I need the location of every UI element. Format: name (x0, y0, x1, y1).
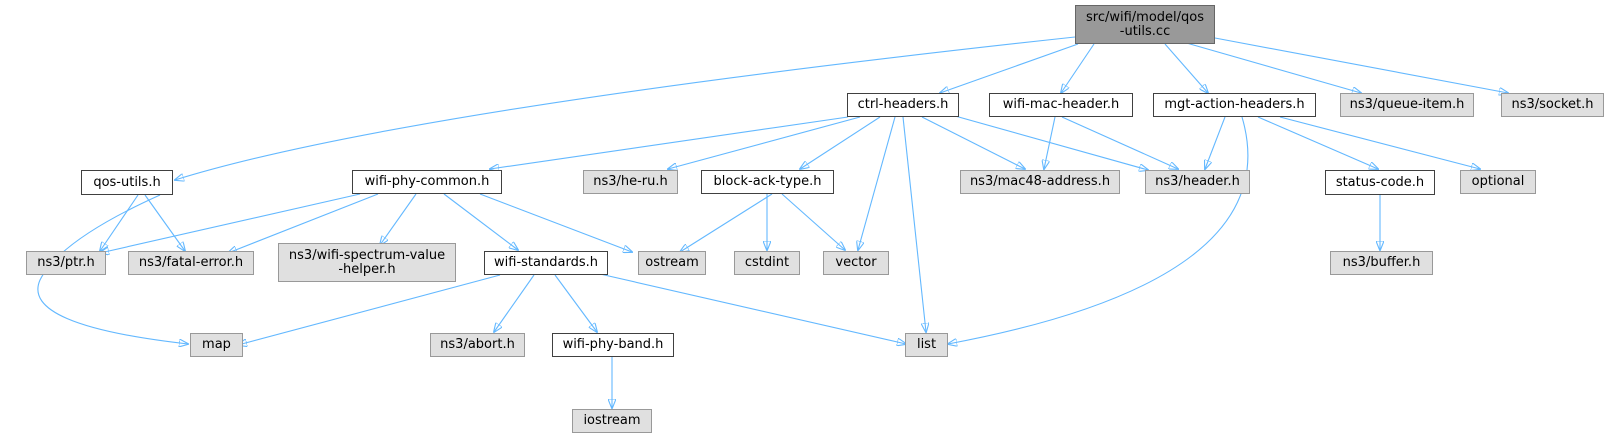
edge-qos-ptr (100, 194, 139, 251)
edge-block-ostream (680, 193, 773, 252)
node-ctrl-headers-label: ctrl-headers.h (857, 97, 949, 112)
edge-root-mgt-action (1164, 43, 1208, 93)
edge-phy-ptr (100, 193, 361, 253)
node-map[interactable]: map (190, 333, 243, 357)
node-ns3-header[interactable]: ns3/header.h (1145, 170, 1250, 194)
edge-qos-map (37, 194, 188, 344)
node-list-label: list (916, 337, 937, 352)
node-wifi-mac-header[interactable]: wifi-mac-header.h (989, 93, 1133, 117)
node-ns3-fatal-error-label: ns3/fatal-error.h (138, 255, 244, 270)
node-wifi-phy-band[interactable]: wifi-phy-band.h (552, 333, 674, 357)
edge-wifi-mac-mac48 (1044, 116, 1056, 169)
root-node-qos-utils-cc: src/wifi/model/qos -utils.cc (1075, 5, 1215, 44)
node-wifi-standards[interactable]: wifi-standards.h (484, 251, 608, 275)
node-ostream-label: ostream (645, 255, 699, 270)
node-ns3-queue-item-label: ns3/queue-item.h (1349, 97, 1465, 112)
node-ns3-fatal-error[interactable]: ns3/fatal-error.h (128, 251, 254, 275)
node-ns3-buffer[interactable]: ns3/buffer.h (1330, 251, 1433, 275)
edge-phy-standards (443, 193, 518, 250)
node-ns3-socket-label: ns3/socket.h (1511, 97, 1594, 112)
node-iostream-label: iostream (583, 413, 641, 428)
node-qos-utils-h-label: qos-utils.h (93, 174, 161, 190)
node-qos-utils-h[interactable]: qos-utils.h (81, 170, 173, 195)
edge-phy-fatal (228, 193, 379, 253)
node-ns3-ptr[interactable]: ns3/ptr.h (26, 251, 106, 275)
edge-ctrl-mac48 (921, 116, 1025, 169)
edge-phy-ostream (479, 193, 632, 252)
node-optional[interactable]: optional (1460, 170, 1536, 194)
node-ns3-he-ru-label: ns3/he-ru.h (593, 174, 668, 189)
node-status-code[interactable]: status-code.h (1325, 170, 1435, 195)
edge-ctrl-vector (858, 116, 896, 250)
node-wifi-mac-header-label: wifi-mac-header.h (1002, 97, 1120, 112)
node-ostream[interactable]: ostream (638, 251, 706, 275)
edge-root-qos-utils (175, 36, 1076, 180)
node-ctrl-headers[interactable]: ctrl-headers.h (847, 93, 959, 117)
node-block-ack-type-label: block-ack-type.h (713, 174, 822, 189)
node-status-code-label: status-code.h (1335, 174, 1425, 190)
edge-ctrl-he-ru (668, 116, 861, 169)
edge-standards-list (599, 273, 906, 344)
node-wifi-phy-common-label: wifi-phy-common.h (364, 174, 490, 189)
edge-standards-phy-band (554, 274, 597, 332)
edge-ctrl-header (947, 113, 1148, 170)
node-ns3-he-ru[interactable]: ns3/he-ru.h (583, 170, 678, 194)
edge-ctrl-list (902, 116, 926, 332)
edge-root-ctrl-headers (940, 43, 1079, 93)
node-mgt-action-headers-label: mgt-action-headers.h (1164, 97, 1305, 112)
edge-standards-abort (494, 274, 535, 332)
edge-root-socket (1214, 37, 1508, 93)
node-block-ack-type[interactable]: block-ack-type.h (701, 170, 834, 194)
node-ns3-abort[interactable]: ns3/abort.h (430, 333, 525, 357)
node-wifi-phy-band-label: wifi-phy-band.h (562, 337, 664, 352)
node-wifi-phy-common[interactable]: wifi-phy-common.h (352, 170, 502, 194)
node-vector[interactable]: vector (823, 251, 889, 275)
node-vector-label: vector (835, 255, 877, 270)
node-wifi-standards-label: wifi-standards.h (494, 255, 598, 270)
edge-block-vector (781, 193, 845, 250)
edge-wifi-mac-header (1061, 116, 1178, 169)
node-iostream[interactable]: iostream (572, 409, 652, 433)
node-ns3-wifi-spectrum-value-helper[interactable]: ns3/wifi-spectrum-value -helper.h (278, 243, 456, 282)
root-node-label-line1: src/wifi/model/qos (1085, 9, 1204, 25)
edge-standards-map (238, 274, 501, 345)
node-list[interactable]: list (905, 333, 948, 357)
node-mgt-action-headers[interactable]: mgt-action-headers.h (1153, 93, 1316, 117)
edge-phy-spectrum (380, 193, 417, 245)
edge-qos-fatal (144, 194, 185, 251)
edge-root-queue-item (1182, 41, 1361, 93)
node-cstdint-label: cstdint (744, 255, 790, 270)
node-ns3-mac48-address-label: ns3/mac48-address.h (969, 174, 1111, 189)
edge-ctrl-block-ack (800, 116, 881, 169)
node-ns3-wifi-spectrum-label-line2: -helper.h (338, 261, 396, 277)
node-map-label: map (202, 337, 231, 352)
node-ns3-abort-label: ns3/abort.h (440, 337, 515, 352)
node-cstdint[interactable]: cstdint (734, 251, 800, 275)
edge-root-wifi-mac-header (1061, 43, 1095, 93)
edge-mgt-header (1205, 116, 1226, 169)
node-ns3-ptr-label: ns3/ptr.h (37, 255, 95, 270)
edge-mgt-status-code (1257, 116, 1378, 169)
node-ns3-header-label: ns3/header.h (1155, 174, 1240, 189)
node-ns3-socket[interactable]: ns3/socket.h (1501, 93, 1604, 117)
node-ns3-buffer-label: ns3/buffer.h (1342, 255, 1421, 270)
node-ns3-queue-item[interactable]: ns3/queue-item.h (1340, 93, 1474, 117)
node-ns3-wifi-spectrum-label-line1: ns3/wifi-spectrum-value (288, 247, 446, 263)
node-optional-label: optional (1471, 174, 1525, 189)
root-node-label-line2: -utils.cc (1119, 23, 1171, 39)
node-ns3-mac48-address[interactable]: ns3/mac48-address.h (960, 170, 1120, 194)
edge-mgt-list (948, 116, 1249, 344)
edge-mgt-optional (1279, 116, 1480, 169)
edge-ctrl-wifi-phy-common (490, 116, 849, 169)
